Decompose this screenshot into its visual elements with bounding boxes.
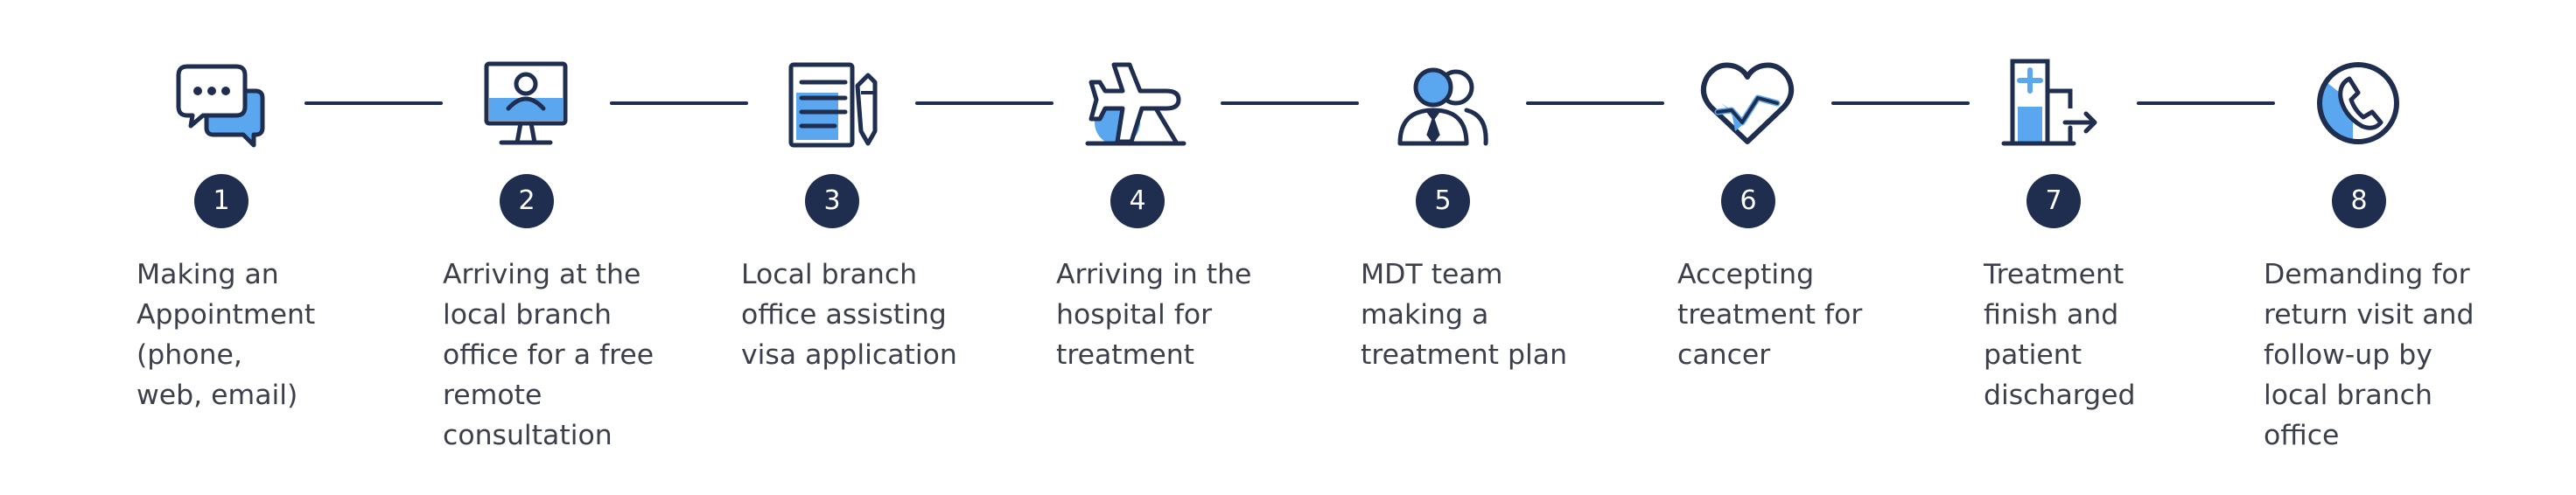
- phone-call-icon: [2309, 58, 2407, 149]
- step-label: Arriving at the local branch office for …: [443, 259, 654, 451]
- step-number-badge: 5: [1416, 174, 1470, 228]
- hospital-exit-icon: [2001, 58, 2102, 149]
- step-number-badge: 1: [194, 174, 248, 228]
- step-number-badge: 2: [500, 174, 554, 228]
- monitor-user-icon: [477, 58, 575, 149]
- heart-pulse-icon: [1698, 58, 1796, 149]
- connector-3-4: [915, 101, 1054, 105]
- step-label: Treatment finish and patient discharged: [1984, 259, 2136, 411]
- connector-4-5: [1221, 101, 1359, 105]
- document-pen-icon: [782, 58, 880, 149]
- connector-7-8: [2137, 101, 2275, 105]
- step-label: MDT team making a treatment plan: [1361, 259, 1568, 371]
- step-label: Accepting treatment for cancer: [1677, 259, 1863, 371]
- step-number-badge: 6: [1721, 174, 1775, 228]
- step-number-badge: 3: [805, 174, 859, 228]
- airplane-icon: [1085, 58, 1186, 149]
- team-icon: [1393, 58, 1491, 149]
- connector-5-6: [1526, 101, 1664, 105]
- chat-bubbles-icon: [172, 58, 270, 149]
- connector-6-7: [1831, 101, 1970, 105]
- step-label: Local branch office assisting visa appli…: [741, 259, 957, 371]
- step-label: Arriving in the hospital for treatment: [1056, 259, 1252, 371]
- step-label: Demanding for return visit and follow-up…: [2264, 259, 2474, 451]
- connector-1-2: [304, 101, 443, 105]
- step-number-badge: 4: [1110, 174, 1165, 228]
- step-number-badge: 7: [2026, 174, 2081, 228]
- step-number-badge: 8: [2332, 174, 2386, 228]
- connector-2-3: [610, 101, 748, 105]
- step-label: Making an Appointment (phone, web, email…: [136, 259, 316, 411]
